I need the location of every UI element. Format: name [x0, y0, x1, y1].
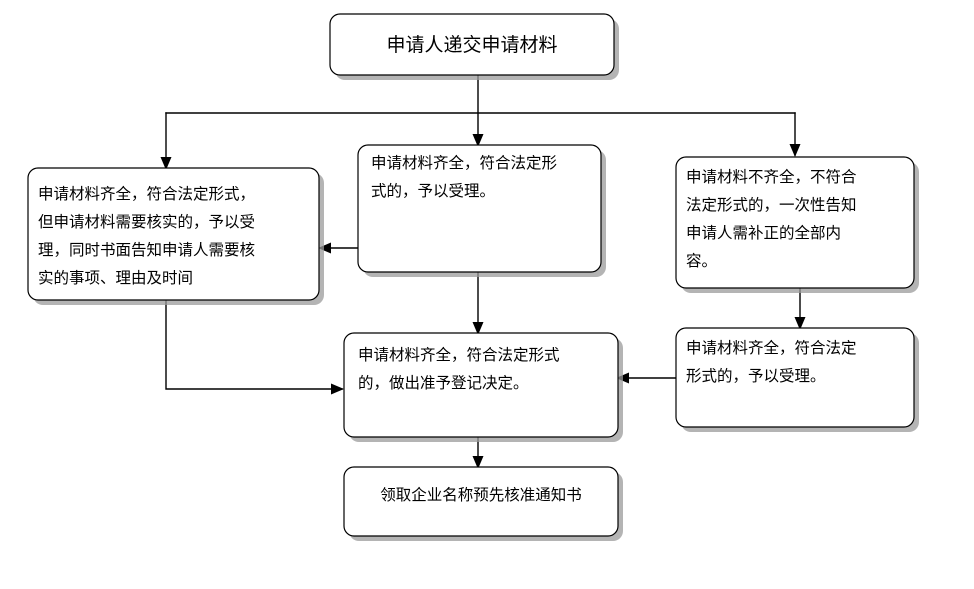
node-submit-line-0: 申请人递交申请材料	[386, 34, 557, 56]
node-verify-needed-line-2: 理，同时书面告知申请人需要核	[38, 241, 255, 259]
node-notice-line-0: 领取企业名称预先核准通知书	[380, 486, 582, 504]
node-accept-center-line-0: 申请材料齐全，符合法定形	[371, 154, 557, 172]
node-approve-line-1: 的，做出准予登记决定。	[358, 374, 529, 392]
node-approve[interactable]: 申请材料齐全，符合法定形式 的，做出准予登记决定。	[343, 332, 623, 442]
node-accept-right-line-1: 形式的，予以受理。	[686, 367, 826, 385]
edge-submit-to-branches	[160, 74, 801, 170]
node-accept-center-line-1: 式的，予以受理。	[371, 182, 495, 200]
node-verify-needed[interactable]: 申请材料齐全，符合法定形式， 但申请材料需要核实的，予以受 理，同时书面告知申请…	[27, 167, 324, 305]
node-accept-right[interactable]: 申请材料齐全，符合法定 形式的，予以受理。	[675, 327, 919, 432]
edge-incomplete-to-accept-right	[794, 287, 806, 330]
node-accept-center[interactable]: 申请材料齐全，符合法定形 式的，予以受理。	[357, 144, 606, 277]
node-submit[interactable]: 申请人递交申请材料	[329, 13, 619, 80]
edge-accept-center-to-approve	[472, 271, 484, 335]
node-incomplete[interactable]: 申请材料不齐全，不符合 法定形式的，一次性告知 申请人需补正的全部内 容。	[675, 156, 919, 293]
node-notice[interactable]: 领取企业名称预先核准通知书	[343, 466, 623, 541]
edge-accept-center-to-verify	[318, 242, 359, 254]
node-incomplete-line-3: 容。	[686, 252, 717, 270]
node-verify-needed-line-0: 申请材料齐全，符合法定形式，	[38, 185, 255, 203]
node-accept-right-line-0: 申请材料齐全，符合法定	[686, 339, 857, 357]
node-incomplete-line-1: 法定形式的，一次性告知	[686, 196, 857, 214]
node-verify-needed-line-1: 但申请材料需要核实的，予以受	[38, 213, 255, 231]
node-incomplete-line-0: 申请材料不齐全，不符合	[686, 168, 857, 186]
edge-verify-to-approve	[165, 299, 344, 395]
edge-accept-right-to-approve	[616, 372, 677, 384]
node-incomplete-line-2: 申请人需补正的全部内	[686, 224, 841, 242]
node-approve-line-0: 申请材料齐全，符合法定形式	[358, 346, 560, 364]
node-verify-needed-line-3: 实的事项、理由及时间	[38, 269, 193, 287]
